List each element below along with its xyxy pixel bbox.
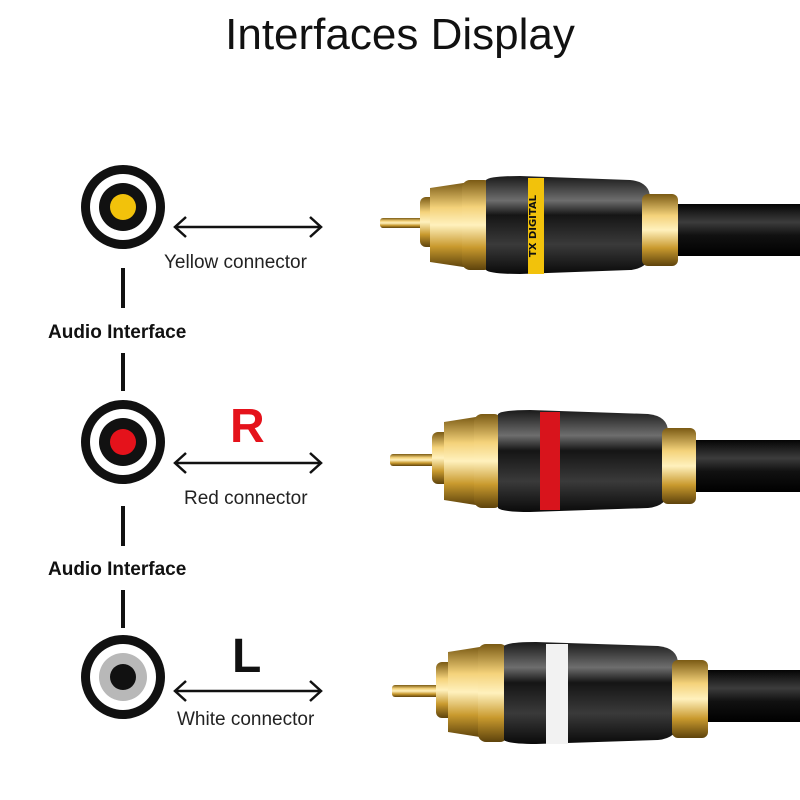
connector-label-red: Red connector <box>184 488 308 509</box>
side-label-audio-interface: Audio Interface <box>48 322 187 343</box>
connector-line <box>121 590 125 628</box>
yellow-socket-icon <box>81 165 165 249</box>
connector-line <box>121 353 125 391</box>
page-title: Interfaces Display <box>225 10 575 59</box>
svg-text:TX DIGITAL: TX DIGITAL <box>528 194 539 257</box>
yellow-rca-plug: TX DIGITAL <box>380 176 800 274</box>
white-rca-plug <box>392 642 800 744</box>
double-arrow-icon <box>173 216 323 238</box>
connector-line <box>121 268 125 308</box>
side-label-audio-interface: Audio Interface <box>48 559 187 580</box>
double-arrow-icon <box>173 452 323 474</box>
double-arrow-icon <box>173 680 323 702</box>
channel-letter-l: L <box>232 630 262 683</box>
connector-label-white: White connector <box>177 709 315 730</box>
red-rca-plug <box>390 410 800 512</box>
channel-letter-r: R <box>230 400 265 453</box>
white-socket-icon <box>81 635 165 719</box>
red-socket-icon <box>81 400 165 484</box>
connector-label-yellow: Yellow connector <box>164 252 307 273</box>
connector-line <box>121 506 125 546</box>
